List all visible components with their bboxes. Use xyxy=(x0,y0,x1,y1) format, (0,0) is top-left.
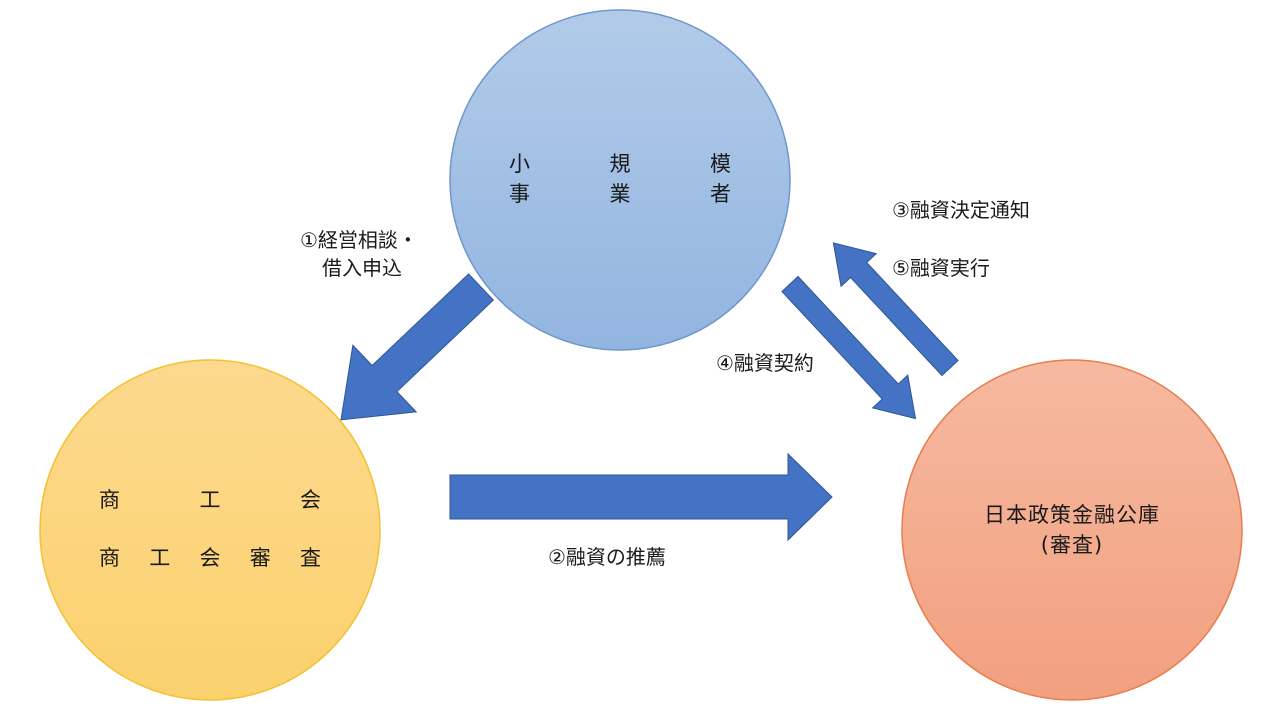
arrow-loan-notice-execution xyxy=(832,242,959,377)
step1-line1: ①経営相談・ xyxy=(300,228,418,252)
chamber-char: 商 xyxy=(99,488,120,512)
arrow-loan-contract xyxy=(781,275,917,420)
chamber-line2: 商 工 会 審 査 xyxy=(99,543,321,573)
small-business-char: 小 xyxy=(509,152,530,176)
step5-label: ⑤融資実行 xyxy=(892,256,990,280)
arrow-consultation-application xyxy=(340,273,495,421)
small-business-line2: 事 業 者 xyxy=(509,179,731,209)
arrow-loan-recommendation xyxy=(449,452,833,542)
step1-line2: 借入申込 xyxy=(322,256,402,280)
chamber-char: 審 xyxy=(249,546,271,570)
chamber-char: 会 xyxy=(199,546,221,570)
chamber-char: 工 xyxy=(149,546,171,570)
chamber-char: 商 xyxy=(99,546,120,570)
small-business-char: 者 xyxy=(710,182,731,206)
small-business-label: 小 規 模 事 業 者 xyxy=(509,149,731,209)
small-business-line1: 小 規 模 xyxy=(509,149,731,179)
jfc-circle xyxy=(901,359,1243,701)
step4-label: ④融資契約 xyxy=(716,351,814,375)
small-business-char: 業 xyxy=(609,182,631,206)
small-business-char: 規 xyxy=(609,152,631,176)
jfc-name: 日本政策金融公庫 xyxy=(984,503,1160,527)
small-business-circle xyxy=(449,9,791,351)
small-business-char: 事 xyxy=(509,182,530,206)
step1-label: ①経営相談・ 借入申込 xyxy=(300,226,418,282)
step3-label: ③融資決定通知 xyxy=(892,198,1030,222)
chamber-char: 工 xyxy=(199,488,221,512)
chamber-line1: 商 工 会 xyxy=(99,485,321,515)
chamber-char: 会 xyxy=(300,488,321,512)
jfc-review: (審査) xyxy=(1040,533,1104,557)
step2-label: ②融資の推薦 xyxy=(548,545,666,569)
chamber-char: 査 xyxy=(300,546,321,570)
jfc-label: 日本政策金融公庫 (審査) xyxy=(952,500,1192,560)
chamber-circle xyxy=(39,359,381,701)
chamber-label: 商 工 会 商 工 会 審 査 xyxy=(99,485,321,573)
small-business-char: 模 xyxy=(710,152,731,176)
